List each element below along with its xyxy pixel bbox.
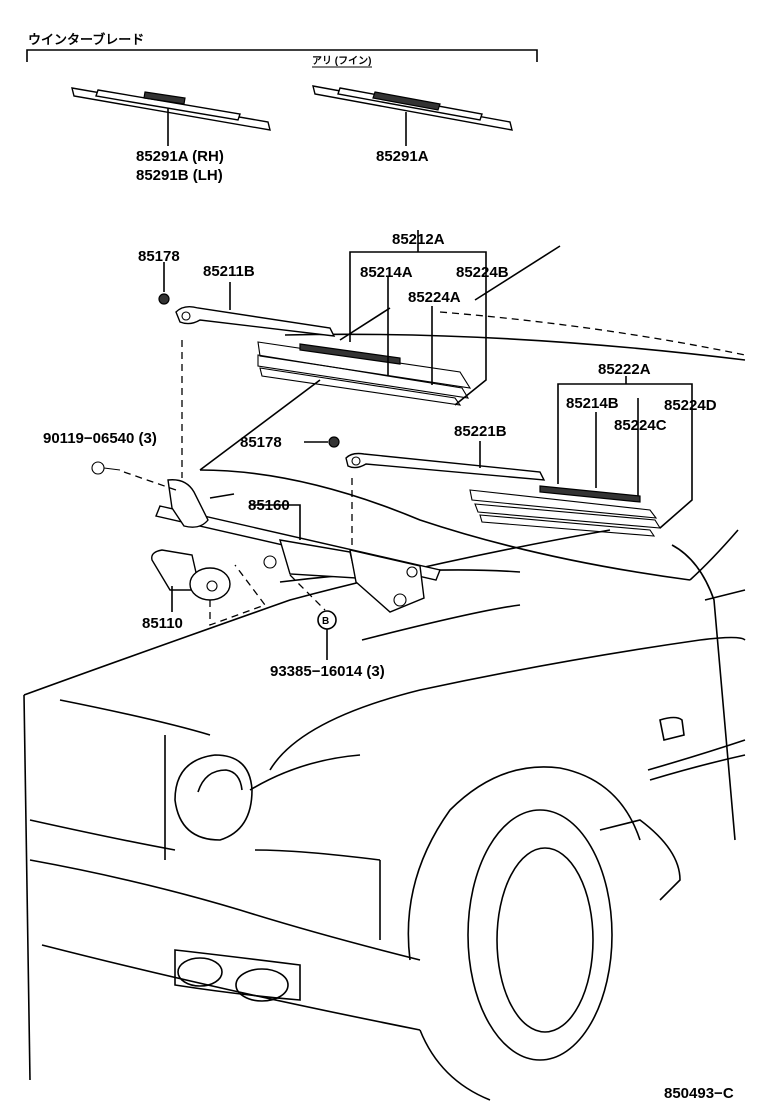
label-85160: 85160 — [248, 497, 290, 514]
label-85224c: 85224C — [614, 417, 667, 434]
label-85110: 85110 — [142, 615, 183, 632]
label-93385-16014: 93385−16014 (3) — [270, 663, 385, 680]
label-85224a: 85224A — [408, 289, 461, 306]
wiper-motor — [151, 549, 267, 626]
label-90119-06540: 90119−06540 (3) — [43, 430, 157, 447]
diagram-code: 850493−C — [664, 1085, 734, 1102]
label-85212a: 85212A — [392, 231, 445, 248]
label-85224d: 85224D — [664, 397, 717, 414]
label-85178-right: 85178 — [240, 434, 282, 451]
label-85214b: 85214B — [566, 395, 619, 412]
marker-b: B — [322, 616, 329, 627]
label-85221b: 85221B — [454, 423, 507, 440]
left-arm — [158, 262, 336, 337]
wiper-link — [155, 340, 441, 613]
bolt-bottom — [263, 555, 337, 660]
right-arm — [304, 436, 546, 481]
header-section: ウインターブレード アリ (フイン) — [26, 32, 538, 68]
label-85214a: 85214A — [360, 264, 413, 281]
winter-blade-alt — [312, 85, 513, 146]
left-blade-assembly — [257, 230, 487, 406]
header-title: ウインターブレード — [28, 32, 144, 47]
label-85211b: 85211B — [203, 263, 255, 280]
label-85291a: 85291A — [376, 148, 429, 165]
label-85222a: 85222A — [598, 361, 651, 378]
header-bracket — [26, 49, 538, 62]
label-85224b: 85224B — [456, 264, 509, 281]
header-subtitle: アリ (フイン) — [312, 55, 371, 67]
winter-blade-rh-lh — [71, 87, 271, 146]
right-blade-assembly — [469, 376, 693, 537]
bolt-top — [91, 461, 177, 491]
label-85291a-rh: 85291A (RH) — [136, 148, 224, 165]
label-85178-left: 85178 — [138, 248, 180, 265]
car-body-outline — [23, 245, 746, 1101]
label-85291b-lh: 85291B (LH) — [136, 167, 223, 184]
